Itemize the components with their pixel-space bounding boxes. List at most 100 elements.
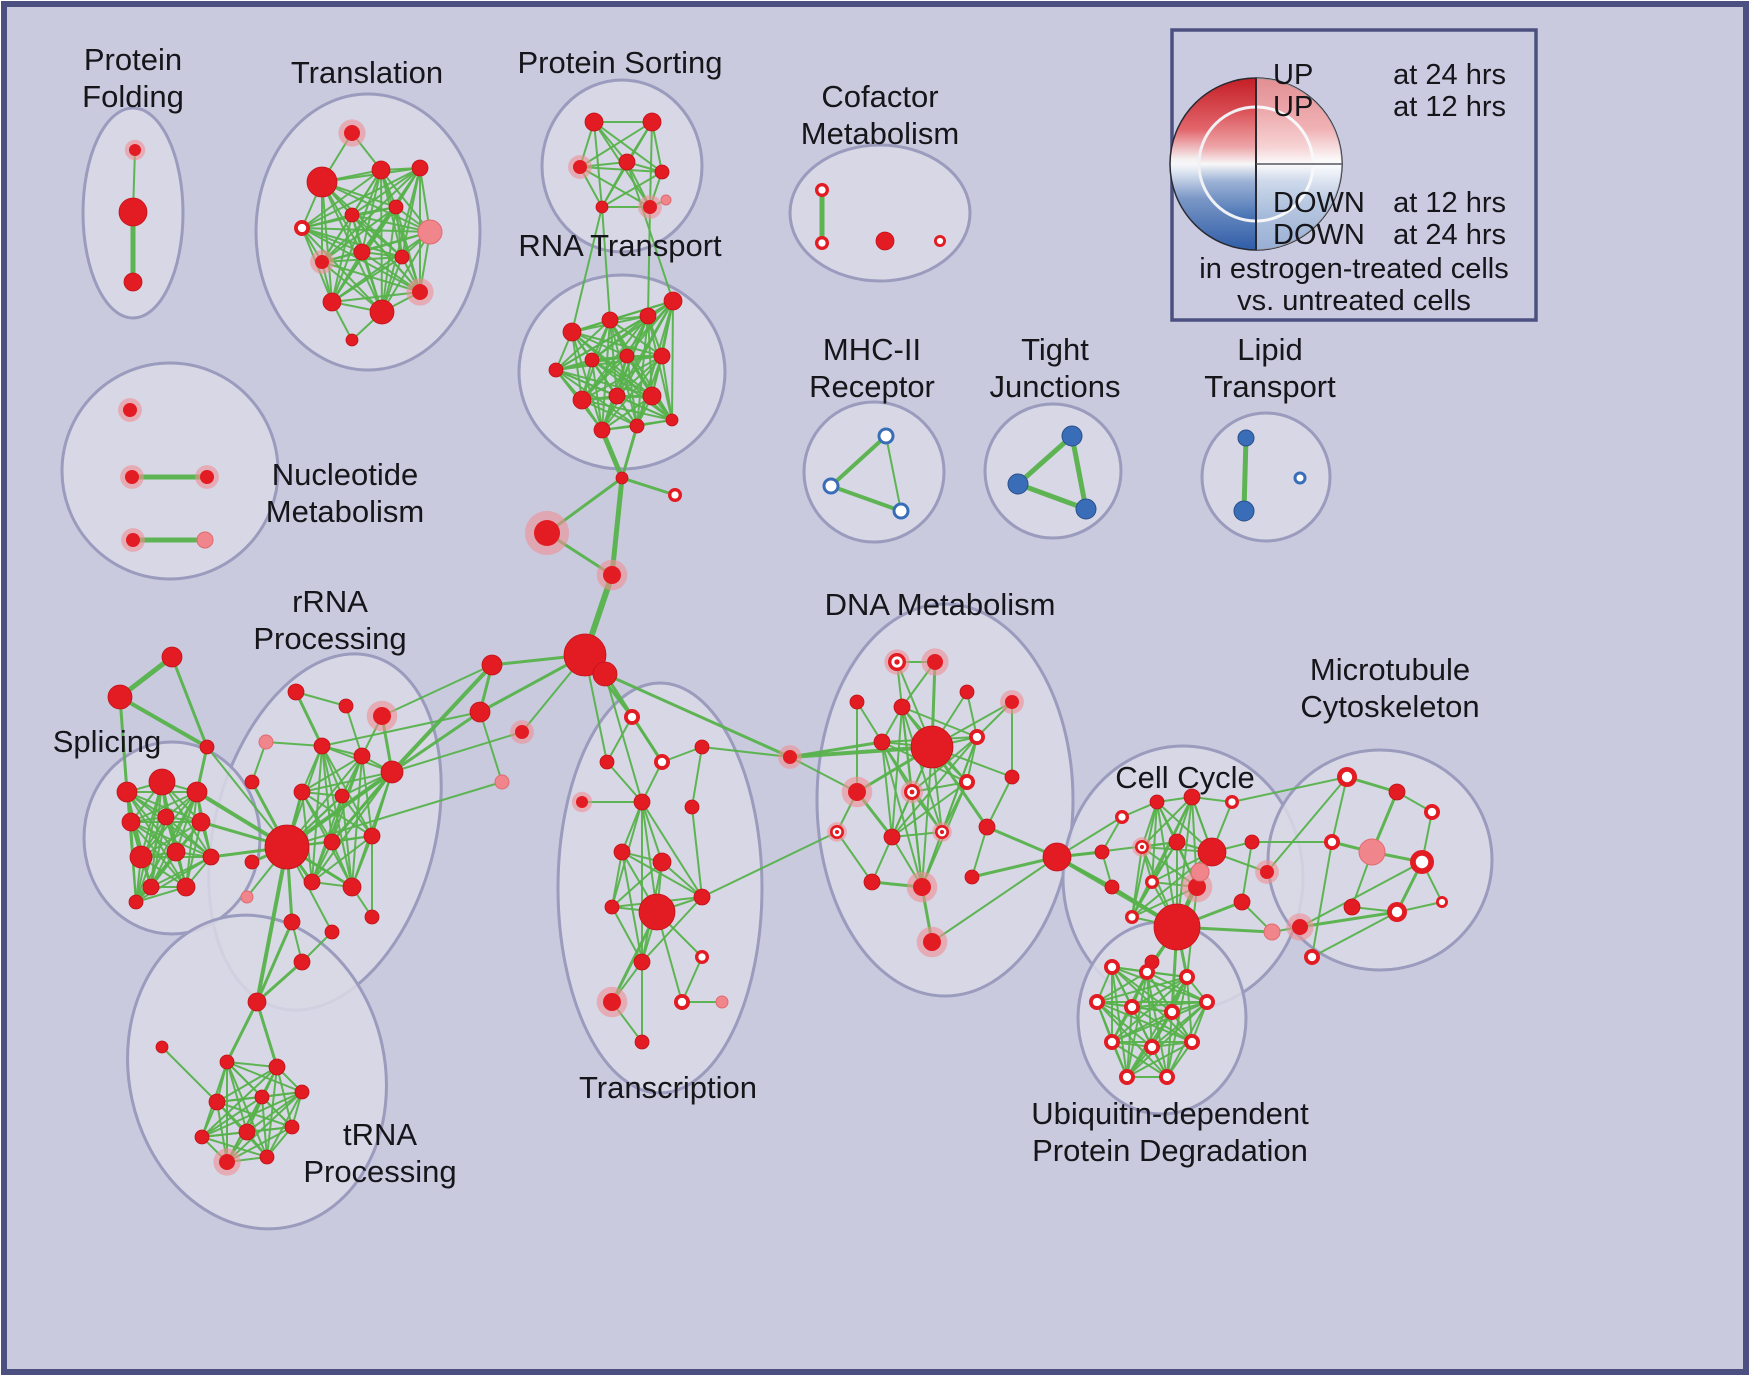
network-node[interactable] — [633, 953, 651, 971]
network-node[interactable] — [642, 386, 662, 406]
network-node[interactable] — [1293, 471, 1307, 485]
network-node[interactable] — [121, 528, 145, 552]
network-node[interactable] — [142, 878, 160, 896]
network-node[interactable] — [1007, 473, 1029, 495]
network-node[interactable] — [186, 781, 208, 803]
network-node[interactable] — [118, 197, 148, 227]
network-node[interactable] — [124, 139, 146, 161]
network-node[interactable] — [660, 194, 672, 206]
network-node[interactable] — [247, 992, 267, 1012]
network-node[interactable] — [469, 701, 491, 723]
network-node[interactable] — [665, 413, 679, 427]
network-node[interactable] — [934, 235, 946, 247]
network-node[interactable] — [654, 754, 670, 770]
network-node[interactable] — [599, 754, 615, 770]
network-node[interactable] — [121, 812, 141, 832]
network-node[interactable] — [604, 899, 620, 915]
network-node[interactable] — [1104, 879, 1120, 895]
network-node[interactable] — [303, 873, 321, 891]
network-node[interactable] — [893, 698, 911, 716]
network-node[interactable] — [653, 347, 671, 365]
network-node[interactable] — [334, 788, 350, 804]
network-node[interactable] — [417, 219, 443, 245]
network-node[interactable] — [1358, 838, 1386, 866]
network-node[interactable] — [394, 249, 410, 265]
network-node[interactable] — [932, 822, 952, 842]
network-node[interactable] — [1004, 769, 1020, 785]
network-node[interactable] — [1144, 1039, 1160, 1055]
network-node[interactable] — [1061, 425, 1083, 447]
network-node[interactable] — [322, 292, 342, 312]
network-node[interactable] — [1387, 902, 1407, 922]
network-node[interactable] — [411, 159, 429, 177]
network-node[interactable] — [240, 890, 254, 904]
network-node[interactable] — [892, 502, 910, 520]
network-node[interactable] — [1089, 994, 1105, 1010]
network-node[interactable] — [827, 822, 847, 842]
network-node[interactable] — [208, 1093, 226, 1111]
network-node[interactable] — [978, 818, 996, 836]
network-node[interactable] — [592, 661, 618, 687]
network-node[interactable] — [959, 774, 975, 790]
network-node[interactable] — [510, 720, 534, 744]
network-node[interactable] — [906, 871, 938, 903]
network-node[interactable] — [1149, 794, 1165, 810]
network-node[interactable] — [1255, 860, 1279, 884]
network-node[interactable] — [364, 909, 380, 925]
network-node[interactable] — [873, 733, 891, 751]
network-node[interactable] — [1324, 834, 1340, 850]
network-node[interactable] — [313, 737, 331, 755]
network-node[interactable] — [129, 845, 153, 869]
network-node[interactable] — [1164, 1004, 1180, 1020]
network-node[interactable] — [1119, 1069, 1135, 1085]
network-node[interactable] — [613, 843, 631, 861]
network-node[interactable] — [1197, 837, 1227, 867]
network-node[interactable] — [619, 348, 635, 364]
network-node[interactable] — [584, 112, 604, 132]
network-node[interactable] — [176, 877, 196, 897]
network-node[interactable] — [283, 913, 301, 931]
network-node[interactable] — [244, 854, 260, 870]
network-node[interactable] — [1104, 959, 1120, 975]
network-node[interactable] — [629, 418, 645, 434]
network-node[interactable] — [633, 793, 651, 811]
network-node[interactable] — [1190, 862, 1210, 882]
network-node[interactable] — [877, 427, 895, 445]
network-node[interactable] — [406, 278, 434, 306]
network-node[interactable] — [884, 649, 910, 675]
network-node[interactable] — [815, 183, 829, 197]
network-node[interactable] — [596, 986, 628, 1018]
network-node[interactable] — [353, 243, 371, 261]
network-node[interactable] — [258, 734, 274, 750]
network-node[interactable] — [1125, 910, 1139, 924]
network-node[interactable] — [524, 510, 570, 556]
network-node[interactable] — [166, 842, 186, 862]
network-node[interactable] — [107, 684, 133, 710]
network-node[interactable] — [822, 477, 840, 495]
network-node[interactable] — [219, 1054, 235, 1070]
network-node[interactable] — [254, 1089, 270, 1105]
network-node[interactable] — [494, 774, 510, 790]
network-node[interactable] — [778, 745, 802, 769]
network-node[interactable] — [615, 471, 629, 485]
network-node[interactable] — [563, 633, 607, 677]
network-node[interactable] — [284, 1119, 300, 1135]
network-node[interactable] — [287, 683, 305, 701]
network-node[interactable] — [593, 421, 611, 439]
network-node[interactable] — [1115, 810, 1129, 824]
network-node[interactable] — [244, 774, 260, 790]
network-node[interactable] — [1145, 875, 1159, 889]
network-node[interactable] — [1104, 1034, 1120, 1050]
network-node[interactable] — [369, 299, 395, 325]
network-node[interactable] — [639, 307, 657, 325]
network-node[interactable] — [715, 995, 729, 1009]
network-node[interactable] — [161, 646, 183, 668]
network-node[interactable] — [342, 877, 362, 897]
network-node[interactable] — [634, 1034, 650, 1050]
network-node[interactable] — [1199, 994, 1215, 1010]
network-node[interactable] — [118, 398, 142, 422]
network-node[interactable] — [338, 119, 366, 147]
network-node[interactable] — [910, 725, 954, 769]
network-node[interactable] — [1304, 949, 1320, 965]
network-node[interactable] — [199, 739, 215, 755]
